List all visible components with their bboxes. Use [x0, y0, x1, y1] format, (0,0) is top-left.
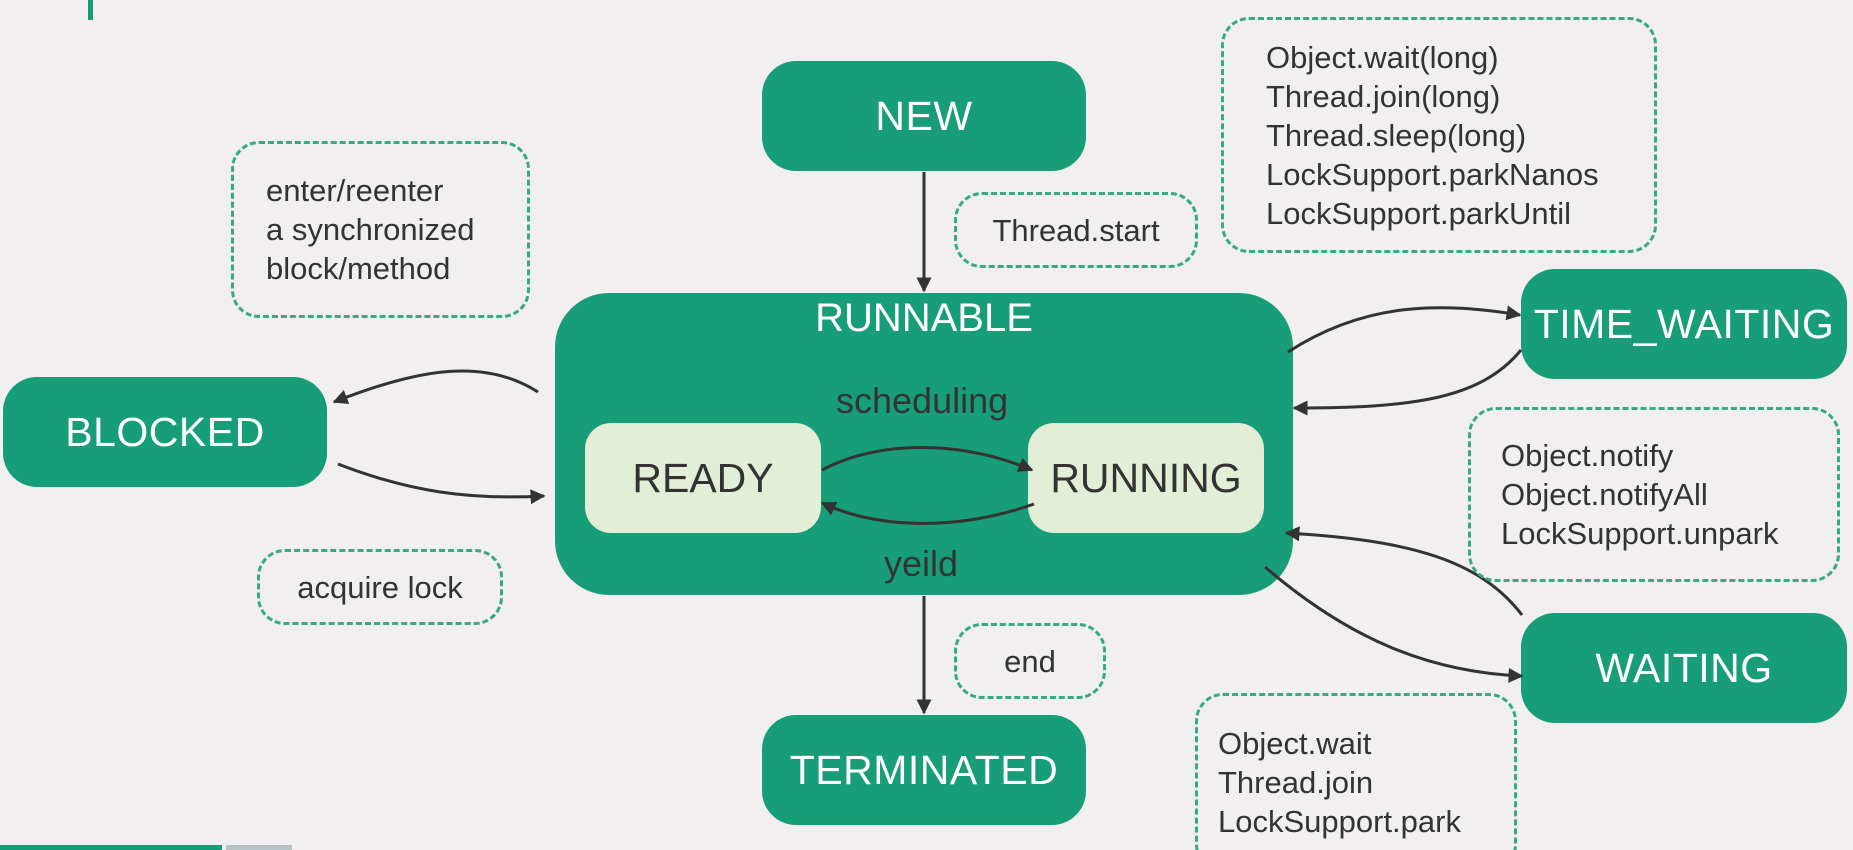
state-waiting-label: WAITING	[1595, 644, 1773, 691]
note-timed-wait-line: LockSupport.parkUntil	[1266, 195, 1571, 231]
arrow-runnable-to-waiting	[1264, 565, 1524, 683]
state-ready-label: READY	[632, 454, 774, 501]
state-running-label: RUNNING	[1050, 454, 1242, 501]
arrow-running-to-ready	[820, 501, 1035, 525]
state-time-waiting: TIME_WAITING	[1521, 269, 1847, 379]
note-thread-start: Thread.start	[954, 192, 1198, 268]
note-notify-line: Object.notify	[1501, 438, 1674, 473]
progress-bar-fill	[0, 845, 222, 850]
corner-accent-mark	[88, 0, 93, 20]
state-blocked: BLOCKED	[3, 377, 327, 487]
transition-scheduling-label: scheduling	[836, 380, 1009, 421]
note-acquire-lock-text: acquire lock	[297, 569, 463, 605]
state-terminated: TERMINATED	[762, 715, 1086, 825]
note-enter-synchronized-line: enter/reenter	[266, 173, 444, 208]
state-new: NEW	[762, 61, 1086, 171]
state-waiting: WAITING	[1521, 613, 1847, 723]
state-ready: READY	[585, 423, 821, 533]
arrow-runnable-to-blocked	[332, 369, 539, 405]
state-terminated-label: TERMINATED	[789, 746, 1059, 793]
note-timed-wait-line: Object.wait(long)	[1266, 39, 1499, 75]
state-blocked-label: BLOCKED	[65, 408, 265, 455]
arrow-ready-to-running	[821, 446, 1034, 472]
note-enter-synchronized: enter/reenter a synchronized block/metho…	[231, 141, 530, 318]
note-thread-start-text: Thread.start	[992, 212, 1160, 248]
note-timed-wait-line: Thread.sleep(long)	[1266, 117, 1527, 153]
note-enter-synchronized-line: block/method	[266, 251, 451, 286]
note-notify-methods: Object.notify Object.notifyAll LockSuppo…	[1468, 407, 1840, 582]
state-time-waiting-label: TIME_WAITING	[1533, 300, 1835, 347]
note-wait-methods: Object.wait Thread.join LockSupport.park	[1195, 693, 1517, 850]
transition-yield-label: yeild	[884, 543, 959, 584]
note-timed-wait-line: Thread.join(long)	[1266, 78, 1501, 114]
state-running: RUNNING	[1028, 423, 1264, 533]
arrow-runnable-to-time-waiting	[1287, 305, 1522, 354]
note-notify-line: Object.notifyAll	[1501, 477, 1708, 512]
arrow-time-waiting-to-runnable	[1292, 349, 1523, 416]
note-end-text: end	[1004, 643, 1056, 679]
progress-bar-track	[226, 845, 292, 850]
note-timed-wait-methods: Object.wait(long) Thread.join(long) Thre…	[1221, 17, 1657, 253]
note-enter-synchronized-line: a synchronized	[266, 212, 475, 247]
note-timed-wait-line: LockSupport.parkNanos	[1266, 156, 1599, 192]
note-wait-line: LockSupport.park	[1218, 804, 1461, 839]
note-wait-line: Thread.join	[1218, 765, 1374, 800]
arrow-blocked-to-runnable	[337, 462, 546, 505]
state-runnable-label: RUNNABLE	[815, 296, 1033, 340]
note-end: end	[954, 623, 1106, 699]
arrow-waiting-to-runnable	[1284, 526, 1524, 616]
state-new-label: NEW	[875, 92, 973, 139]
note-wait-line: Object.wait	[1218, 726, 1372, 761]
note-notify-line: LockSupport.unpark	[1501, 516, 1779, 551]
note-acquire-lock: acquire lock	[257, 549, 503, 625]
